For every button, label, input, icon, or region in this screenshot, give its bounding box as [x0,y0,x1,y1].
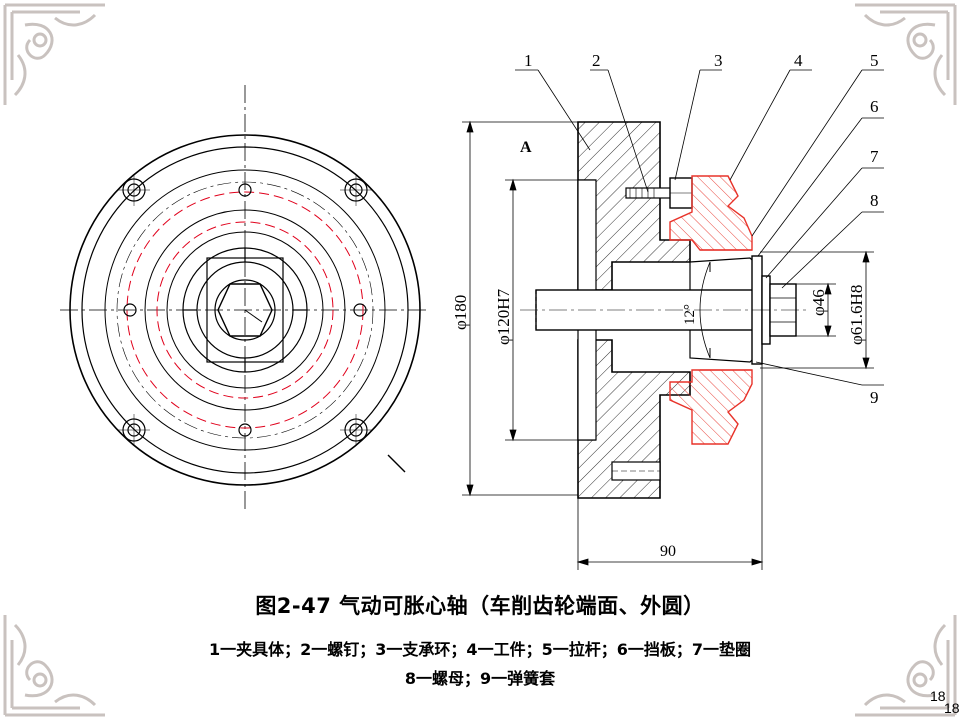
figure-legend-line-2: 8一螺母；9一弹簧套 [404,669,556,688]
figure-legend-line-1: 1一夹具体；2一螺钉；3一支承环；4一工件；5一拉杆；6一挡板；7一垫圈 [209,640,751,659]
dimension-lines [462,120,874,570]
part-label-4: 4 [794,51,803,70]
corner-ornament-top-left [3,3,105,105]
corner-ornament-bottom-left [3,615,105,717]
figure-title: 图2-47 气动可胀心轴（车削齿轮端面、外圆） [255,594,705,618]
corner-ornament-top-right [855,3,957,105]
dim-angle-12: 12° [682,304,698,325]
part-label-7: 7 [870,147,879,166]
corner-ornament-bottom-right [855,615,957,717]
dim-phi-180: φ180 [451,295,470,330]
part-label-9: 9 [870,388,879,407]
page-number: 18 [930,688,946,704]
front-view [60,85,430,510]
part-label-6: 6 [870,97,879,116]
dim-length-90: 90 [660,543,676,560]
part-label-8: 8 [870,191,879,210]
page-number-shadow: 18 [944,700,960,716]
dim-phi-61-6h8: φ61.6H8 [847,285,866,345]
technical-drawing: 1 2 3 4 5 6 7 8 9 A φ180 φ120H7 12° φ46 … [60,51,884,570]
section-view [520,121,810,499]
leader-lines [515,69,884,386]
part-label-2: 2 [592,51,601,70]
part-label-1: 1 [524,51,533,70]
part-labels: 1 2 3 4 5 6 7 8 9 [524,51,879,407]
dim-phi-120h7: φ120H7 [494,288,513,345]
section-mark: A [520,139,532,156]
part-label-5: 5 [870,51,879,70]
workpiece-lower [669,369,753,445]
part-label-3: 3 [714,51,723,70]
dim-phi-46: φ46 [809,289,828,316]
